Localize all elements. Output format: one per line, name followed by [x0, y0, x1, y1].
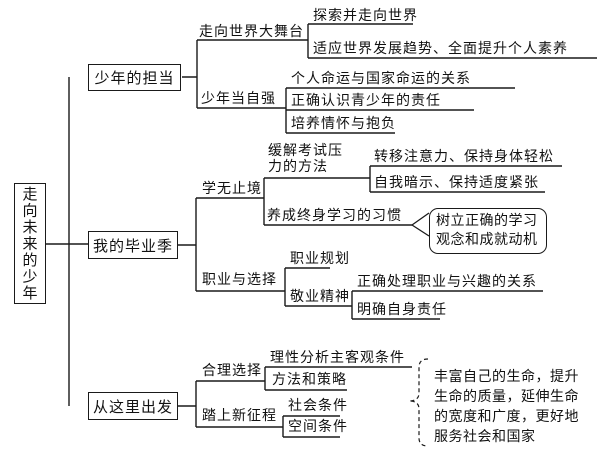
node-social-conditions: 社会条件 [288, 398, 348, 414]
callout-text: 树立正确的学习观念和成就动机 [436, 213, 538, 248]
node-self-suggestion: 自我暗示、保持适度紧张 [374, 175, 539, 191]
node-reasonable-choice: 合理选择 [202, 363, 262, 379]
node-methods-strategies: 方法和策略 [272, 372, 347, 388]
node-lifelong-learning: 养成终身学习的习惯 [267, 208, 402, 224]
node-explore-world: 探索并走向世界 [313, 8, 418, 24]
branch-node-graduation: 我的毕业季 [88, 231, 178, 259]
node-rational-analysis: 理性分析主客观条件 [270, 350, 405, 366]
root-node: 走向未来的少年 [14, 183, 46, 304]
node-space-conditions: 空间条件 [288, 419, 348, 435]
node-world-stage: 走向世界大舞台 [199, 24, 304, 40]
node-divert-attention: 转移注意力、保持身体轻松 [374, 149, 554, 165]
node-dedication: 敬业精神 [290, 289, 350, 305]
node-self-strive: 少年当自强 [201, 91, 276, 107]
node-recognize-responsibility: 正确认识青少年的责任 [291, 93, 441, 109]
callout-learning-motivation: 树立正确的学习观念和成就动机 [429, 208, 547, 254]
trunk-line [45, 77, 88, 406]
branch1-lines [182, 23, 597, 134]
node-career-interest: 正确处理职业与兴趣的关系 [357, 274, 537, 290]
node-career-choice: 职业与选择 [202, 272, 277, 288]
branch-node-setoff: 从这里出发 [88, 392, 178, 420]
node-new-journey: 踏上新征程 [202, 408, 277, 424]
annotation-life-enrichment: 丰富自己的生命，提升生命的质量，延伸生命的宽度和广度，更好地服务社会和国家 [434, 369, 579, 445]
node-destiny-relation: 个人命运与国家命运的关系 [291, 71, 471, 87]
branch3-lines [178, 366, 412, 438]
node-cultivate-aspiration: 培养情怀与抱负 [291, 116, 396, 132]
callout-tail [411, 212, 430, 237]
branch-node-duty: 少年的担当 [88, 64, 181, 91]
node-relieve-pressure: 缓解考试压力的方法 [268, 143, 343, 175]
node-adapt-trends: 适应世界发展趋势、全面提升个人素养 [313, 41, 568, 57]
node-career-planning: 职业规划 [290, 251, 350, 267]
dashed-brace [408, 358, 429, 447]
node-endless-learning: 学无止境 [202, 181, 262, 197]
branch2-lines [178, 165, 562, 320]
node-own-responsibility: 明确自身责任 [357, 302, 447, 318]
